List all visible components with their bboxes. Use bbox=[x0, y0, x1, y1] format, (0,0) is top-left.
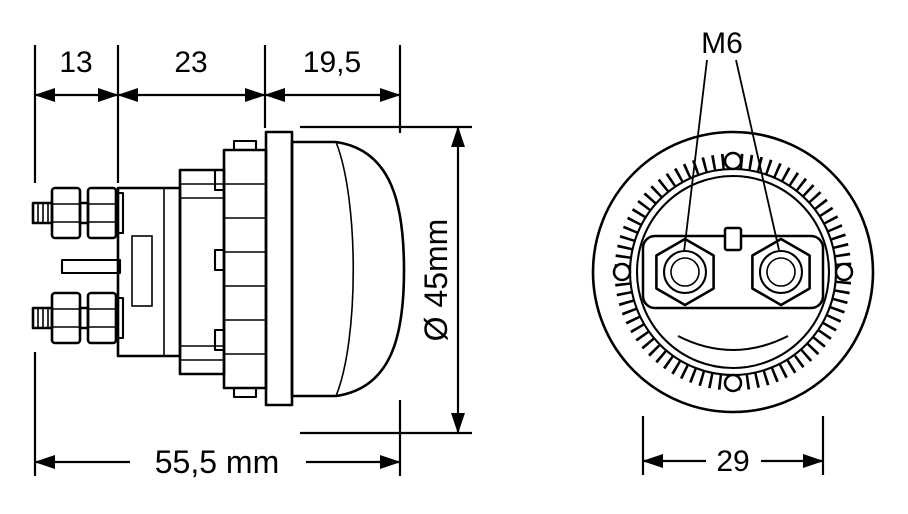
outer-rim bbox=[591, 130, 875, 414]
plate-key-tab bbox=[723, 226, 743, 252]
hex-nut bbox=[751, 237, 811, 307]
dim-stud-spacing: 29 bbox=[641, 416, 825, 478]
threaded-cylinder bbox=[178, 168, 226, 376]
flange-hole-top bbox=[723, 151, 743, 171]
overall-length-dim-label: 55,5 mm bbox=[155, 444, 279, 480]
terminal-bolt-right bbox=[751, 237, 811, 307]
side-view: 13 23 19,5 Ø 45mm 55,5 mm bbox=[31, 45, 472, 480]
body-rim-inner bbox=[635, 174, 831, 370]
knob-length-dim-label: 19,5 bbox=[303, 46, 361, 79]
body-detail-arc bbox=[677, 335, 789, 351]
dim-overall-length: 55,5 mm bbox=[33, 352, 402, 480]
front-view: M6 29 bbox=[591, 27, 875, 478]
flange-hole-left bbox=[612, 262, 632, 282]
terminal-stud-top bbox=[31, 186, 125, 240]
mounting-nut bbox=[213, 139, 268, 399]
dim-top: 13 23 19,5 bbox=[33, 45, 402, 183]
dim-diameter: Ø 45mm bbox=[300, 125, 472, 435]
thread-callout: M6 bbox=[683, 27, 780, 253]
leader-line-left bbox=[683, 59, 708, 253]
terminal-stud-bottom bbox=[31, 291, 125, 345]
front-flange bbox=[264, 130, 294, 407]
center-bracket bbox=[60, 258, 122, 275]
stud-spacing-dim-label: 29 bbox=[716, 445, 749, 478]
diameter-dim-label: Ø 45mm bbox=[418, 219, 454, 342]
hex-nut bbox=[655, 237, 715, 307]
leader-line-right bbox=[735, 59, 780, 251]
knob bbox=[290, 140, 406, 398]
flange-hole-right bbox=[834, 262, 854, 282]
switch-housing bbox=[116, 186, 182, 358]
thread-size-label: M6 bbox=[701, 27, 743, 60]
flange-hole-bottom bbox=[723, 373, 743, 393]
stud-length-dim-label: 13 bbox=[59, 46, 92, 79]
body-length-dim-label: 23 bbox=[174, 46, 207, 79]
